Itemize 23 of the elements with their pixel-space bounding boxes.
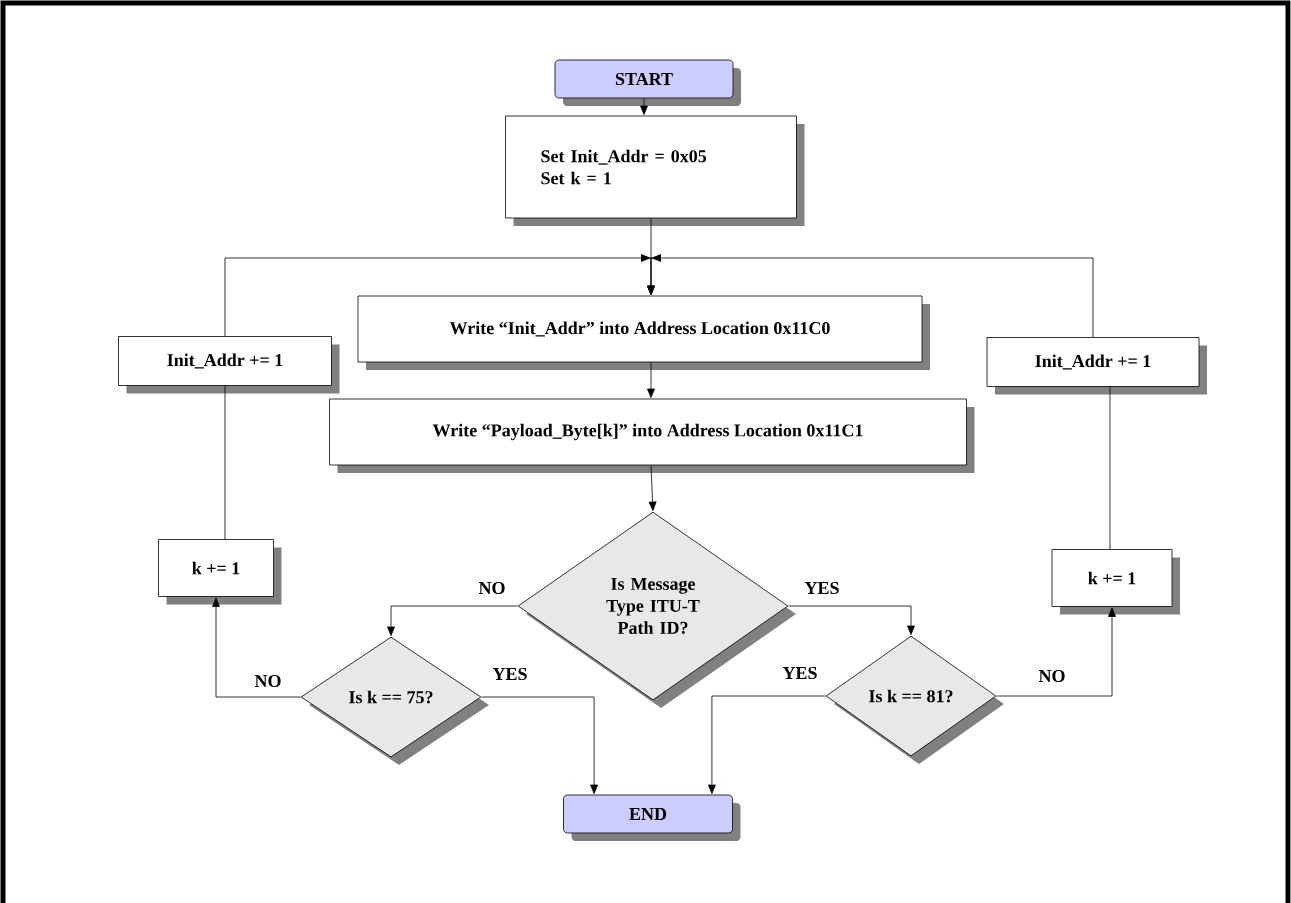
arrow bbox=[708, 695, 826, 794]
process-box: k += 1 bbox=[158, 539, 282, 605]
arrow bbox=[387, 605, 518, 636]
edge-label: NO bbox=[1037, 668, 1067, 684]
edge-label: YES bbox=[803, 580, 841, 596]
terminal-box: END bbox=[563, 794, 741, 841]
edge-label: NO bbox=[477, 580, 507, 596]
terminal-box: START bbox=[554, 59, 741, 106]
process-box: Set Init_Addr = 0x05 Set k = 1 bbox=[505, 115, 805, 226]
edge-label: NO bbox=[253, 673, 283, 689]
arrow bbox=[648, 465, 657, 511]
arrow bbox=[788, 605, 915, 635]
arrow bbox=[647, 254, 1094, 338]
arrow bbox=[996, 607, 1116, 697]
arrow bbox=[640, 98, 648, 115]
arrow bbox=[212, 597, 301, 698]
process-box: Write “Init_Addr” into Address Location 0x11C0 bbox=[357, 295, 930, 370]
process-box: Init_Addr += 1 bbox=[986, 337, 1207, 395]
arrow bbox=[481, 696, 598, 794]
arrow bbox=[647, 362, 655, 398]
process-box: Write “Payload_Byte[k]” into Address Location 0x11C1 bbox=[329, 398, 975, 473]
process-box: k += 1 bbox=[1051, 549, 1180, 615]
process-box: Init_Addr += 1 bbox=[118, 336, 340, 394]
